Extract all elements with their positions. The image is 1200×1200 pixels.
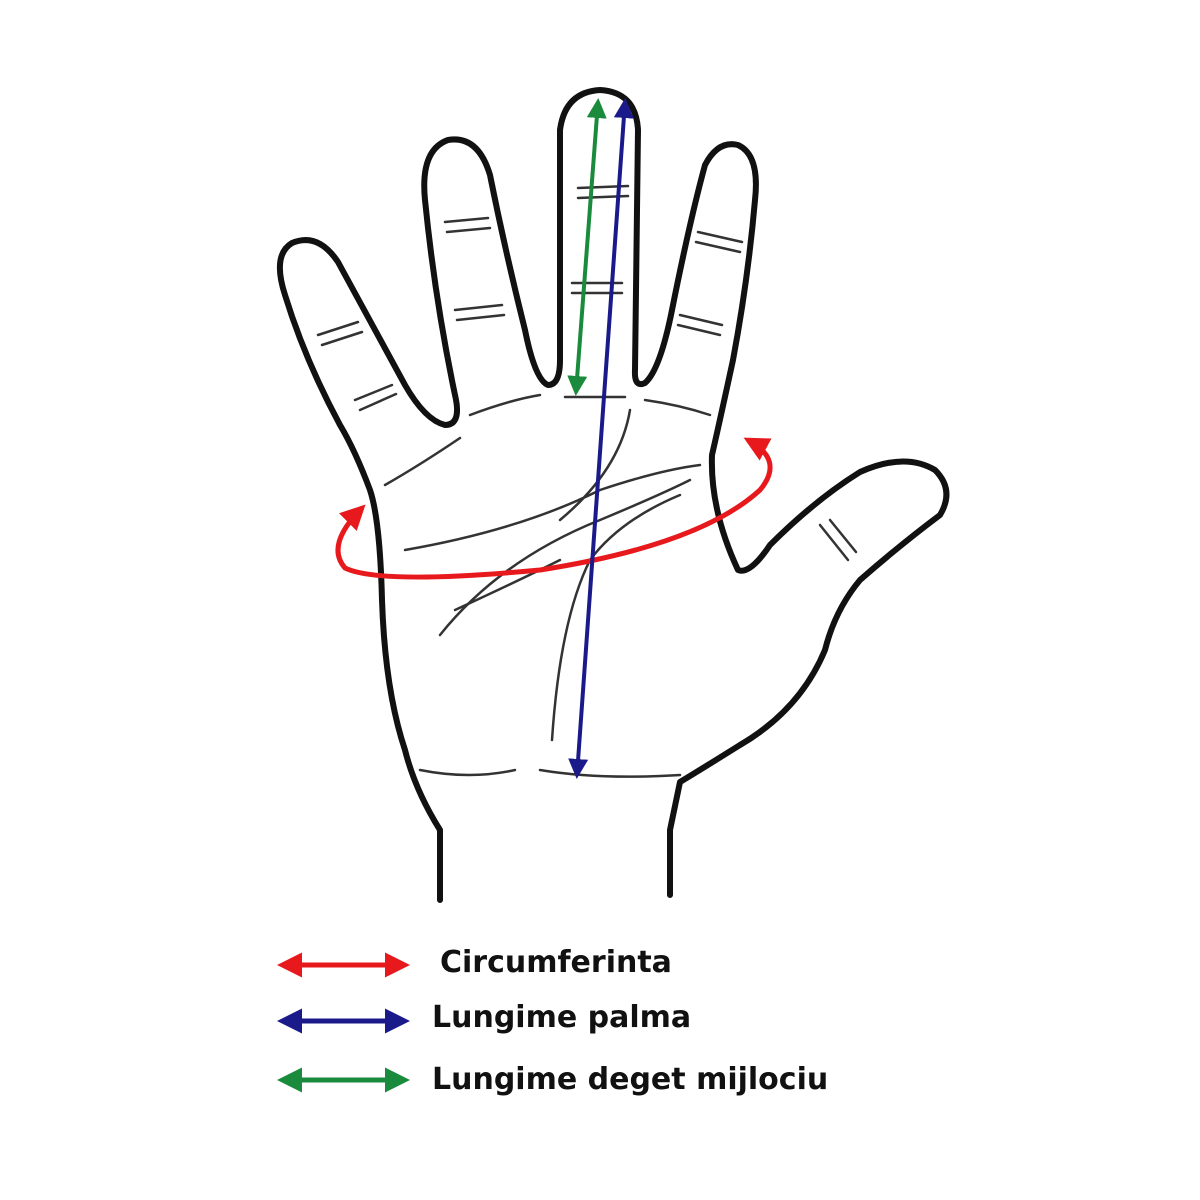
palm-length-arrow xyxy=(568,98,634,779)
middle-finger-length-arrow xyxy=(567,98,607,396)
legend-label-circumference: Circumferinta xyxy=(440,945,672,980)
legend-label-palm-length: Lungime palma xyxy=(432,1000,692,1035)
legend-arrows xyxy=(277,952,410,1093)
legend-label-middle-finger-length: Lungime deget mijlociu xyxy=(432,1062,829,1097)
palm-creases xyxy=(316,184,858,778)
circumference-arrow xyxy=(335,437,773,580)
hand-outline xyxy=(276,87,950,903)
